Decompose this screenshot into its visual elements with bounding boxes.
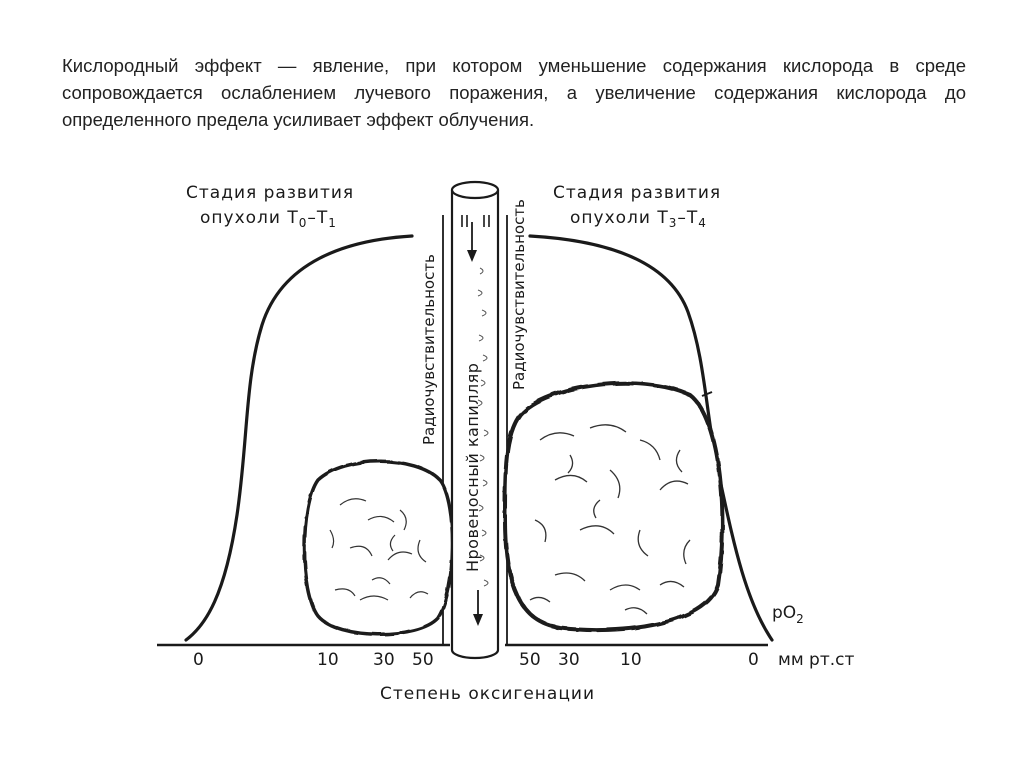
radiosensitivity-left-label: Радиочувствительность	[420, 254, 438, 445]
axis-title: Степень оксигенации	[380, 684, 595, 704]
flow-arrow-top	[467, 222, 477, 262]
axis-unit: мм рт.ст	[778, 650, 854, 670]
tick-right-2: 10	[620, 650, 642, 670]
stage-right-line1: Стадия развития	[553, 183, 721, 203]
tumor-large	[502, 381, 725, 633]
tick-left-3: 50	[412, 650, 434, 670]
stage-left-line2: опухоли T0–T1	[200, 208, 337, 230]
stage-left-line1: Стадия развития	[186, 183, 354, 203]
tick-left-1: 10	[317, 650, 339, 670]
po2-label: pO2	[772, 603, 804, 626]
blood-capillary	[450, 180, 500, 660]
capillary-label: Нровеносный капилляр	[463, 363, 482, 572]
tick-right-0: 50	[519, 650, 541, 670]
tick-right-3: 0	[748, 650, 759, 670]
curve-tick-mark	[701, 391, 713, 397]
tumor-small	[302, 459, 455, 636]
tick-right-1: 30	[558, 650, 580, 670]
tick-left-2: 30	[373, 650, 395, 670]
caption-text: Кислородный эффект — явление, при которо…	[62, 55, 966, 130]
tick-left-0: 0	[193, 650, 204, 670]
radiosensitivity-right-label: Радиочувствительность	[510, 199, 528, 390]
radiosensitivity-curve	[184, 234, 774, 642]
flow-arrow-bottom	[473, 590, 483, 626]
stage-right-line2: опухоли T3–T4	[570, 208, 707, 230]
